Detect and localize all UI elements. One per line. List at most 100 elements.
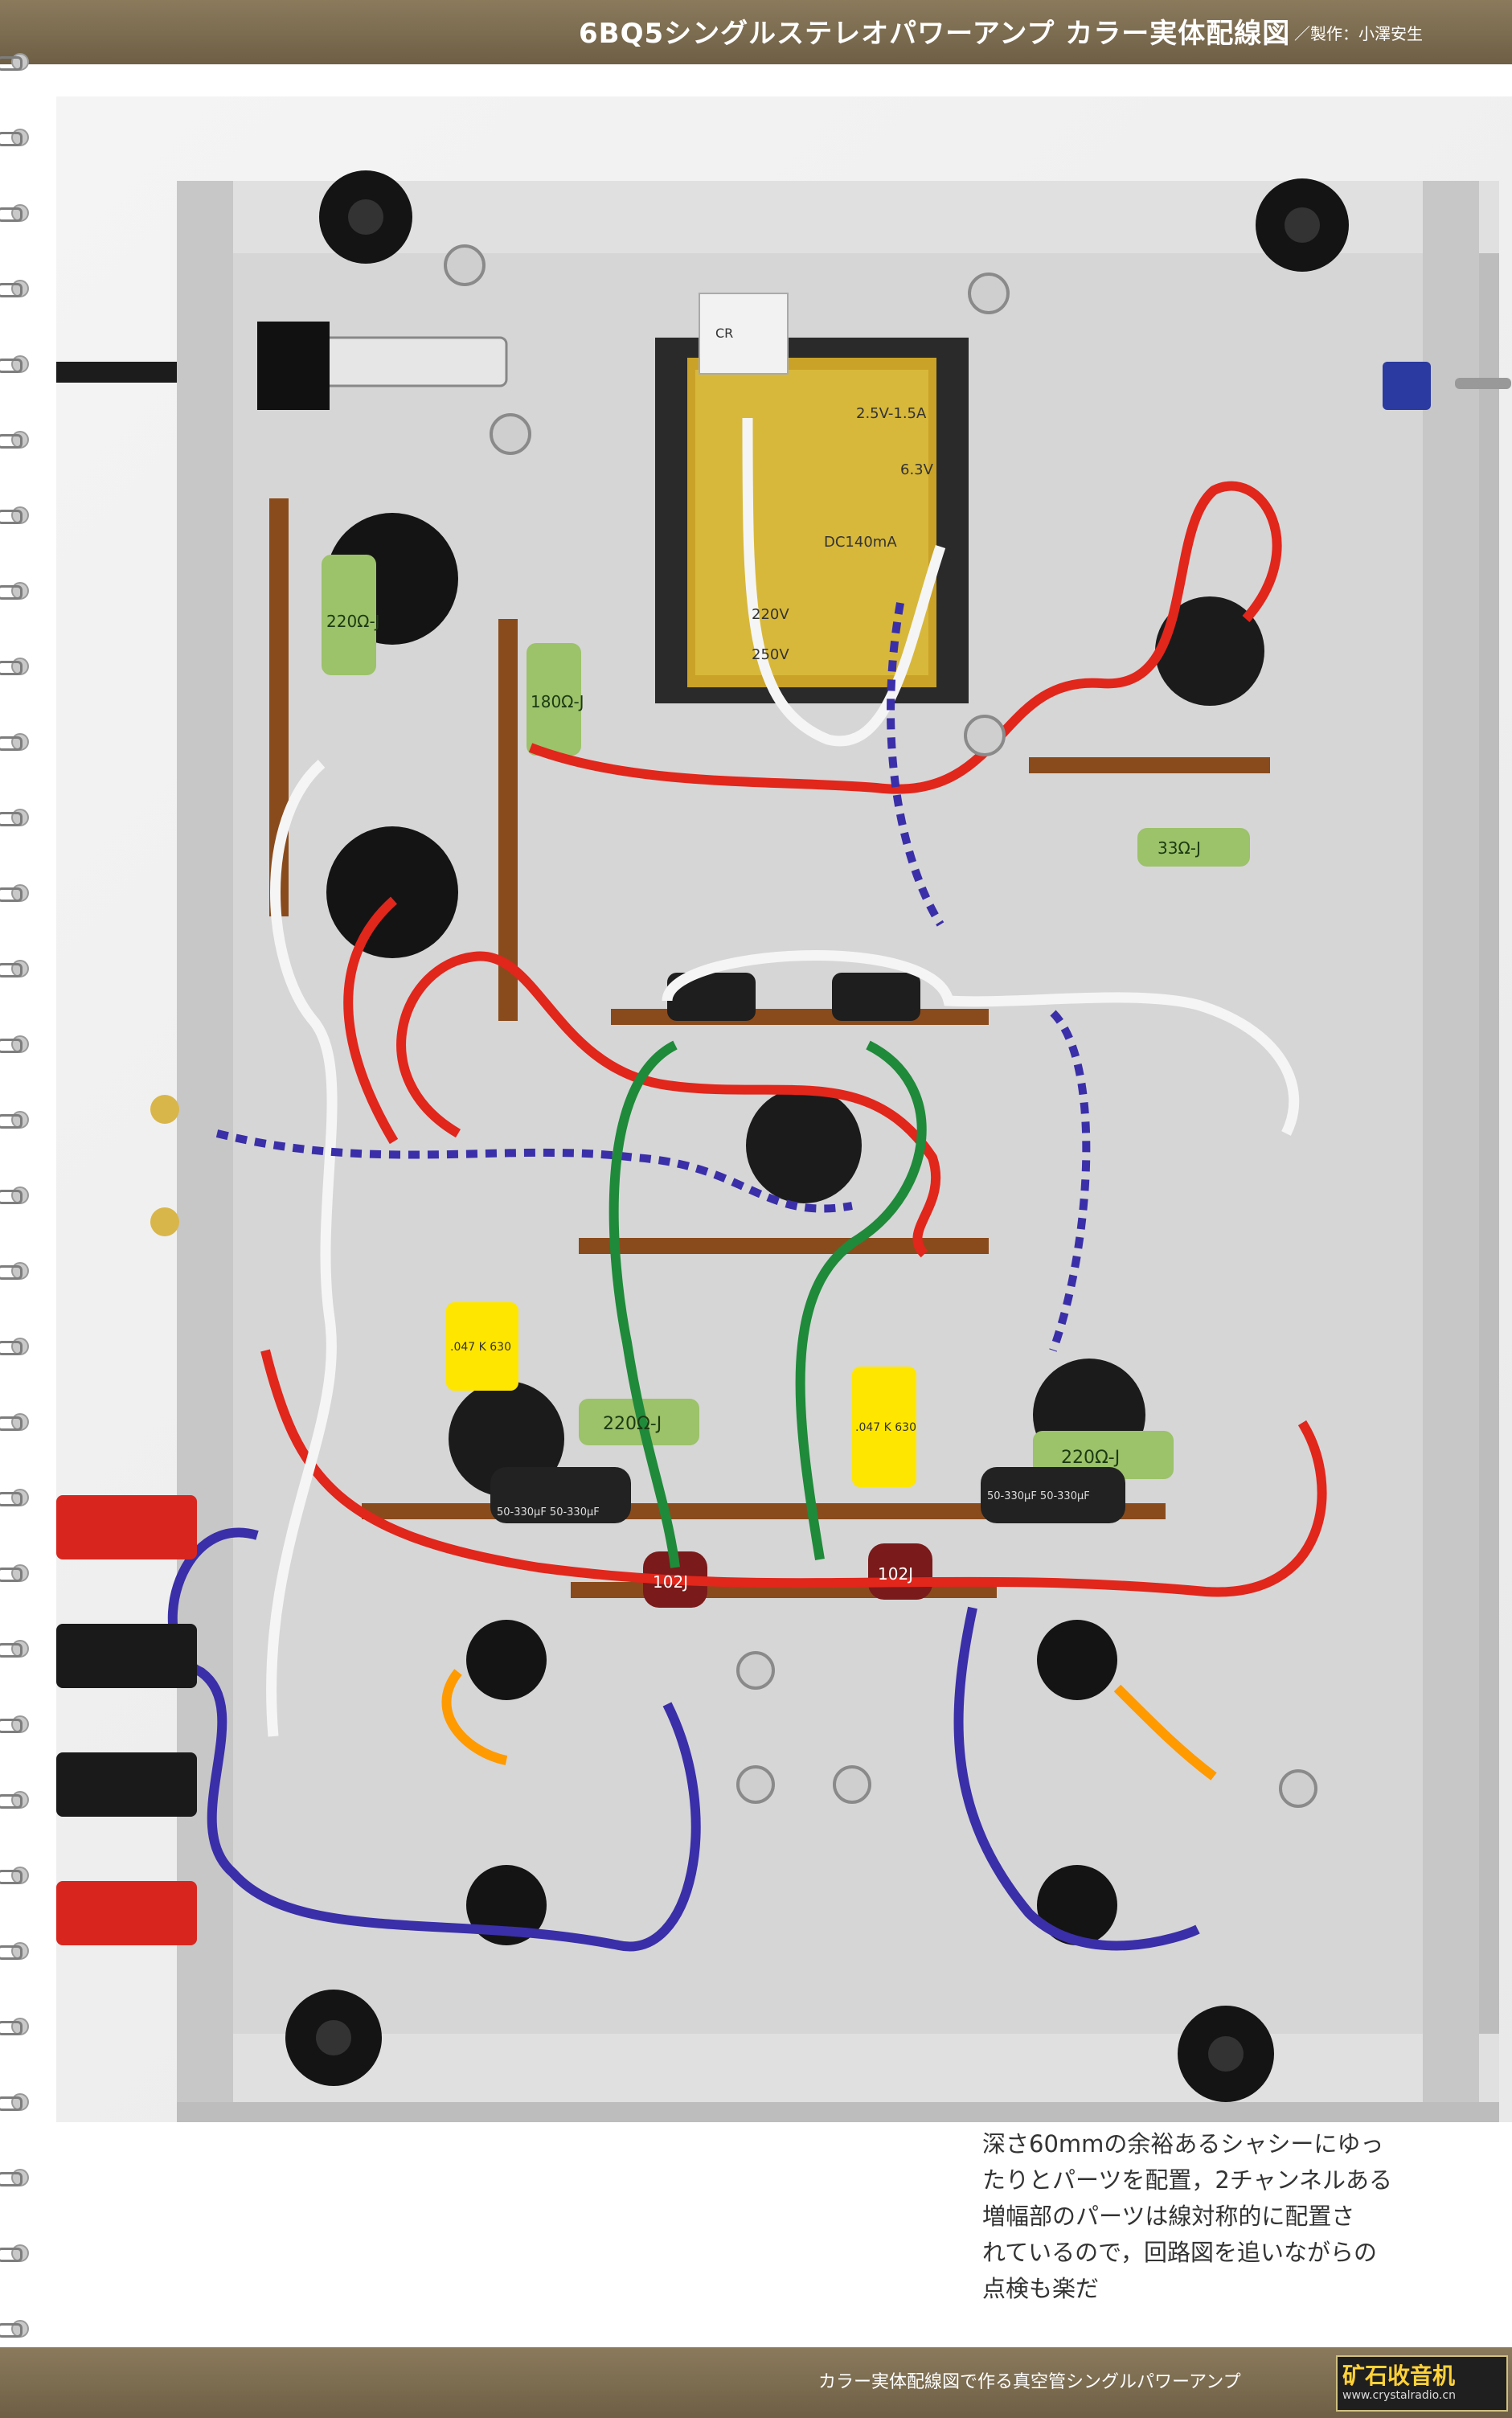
resistor-label: 33Ω-J	[1158, 838, 1201, 858]
resistor-label: 220Ω-J	[326, 612, 380, 631]
binding-ring	[0, 1182, 32, 1209]
resistor-220ohm	[322, 555, 376, 675]
binding-ring	[0, 426, 32, 453]
ac-cord	[56, 362, 177, 383]
binding-ring	[0, 728, 32, 756]
resistor-label: 220Ω-J	[603, 1414, 662, 1434]
binding-ring	[0, 879, 32, 907]
speaker-terminal-black	[56, 1752, 197, 1817]
chassis-right-rail	[1423, 181, 1479, 2102]
electrolytic-l	[490, 1467, 631, 1523]
watermark-text: 矿石收音机	[1342, 2363, 1456, 2389]
binding-ring	[0, 1408, 32, 1436]
red-wire	[528, 481, 1282, 794]
resistor-label: 180Ω-J	[531, 692, 584, 711]
white-wire	[662, 950, 1300, 1136]
rca-jack	[150, 1207, 179, 1236]
terminal-strip	[1029, 757, 1270, 773]
transformer-label: 220V	[752, 606, 789, 623]
electrolytic-top-l	[667, 973, 756, 1021]
binding-ring	[0, 1106, 32, 1133]
top-banner	[0, 0, 1512, 64]
binding-ring	[0, 275, 32, 302]
input-tube-socket	[326, 826, 458, 958]
cord-bushing	[257, 322, 330, 410]
electrolytic-top-r	[832, 973, 920, 1021]
binding-ring	[0, 1711, 32, 1738]
green-wire	[608, 1040, 680, 1568]
terminal-strip	[579, 1238, 989, 1254]
transformer-label: 6.3V	[900, 461, 934, 478]
photo-caption: 深さ60mmの余裕あるシャシーにゆっ たりとパーツを配置，2チャンネルある 増幅…	[982, 2130, 1393, 2302]
speaker-terminal-red	[56, 1495, 197, 1559]
binding-ring	[0, 1484, 32, 1511]
fuse-holder	[320, 336, 508, 387]
tube-socket-center	[746, 1088, 862, 1203]
binding-ring	[0, 2088, 32, 2116]
binding-ring	[0, 653, 32, 680]
output-transformer-hole	[466, 1620, 547, 1700]
binding-ring	[0, 199, 32, 227]
white-wire	[742, 417, 946, 747]
chassis-photo: CR 2.5V-1.5A 6.3V DC140mA 220V 250V 220Ω…	[56, 96, 1512, 2122]
binding-ring	[0, 804, 32, 831]
binding-ring	[0, 2164, 32, 2191]
power-switch	[1383, 362, 1431, 410]
binding-ring	[0, 1937, 32, 1965]
binding-ring	[0, 1635, 32, 1662]
capacitor-label: .047 K 630	[855, 1421, 916, 1434]
transformer-label: DC140mA	[824, 534, 897, 551]
binding-ring	[0, 2013, 32, 2040]
output-transformer-hole	[1037, 1865, 1117, 1945]
footer-series-title: カラー実体配線図で作る真空管シングルパワーアンプ	[818, 2372, 1241, 2392]
capacitor-label: 102J	[878, 1564, 913, 1584]
capacitor-label: .047 K 630	[450, 1341, 511, 1354]
blue-wire	[953, 1606, 1200, 1951]
electrolytic-r	[981, 1467, 1125, 1523]
twisted-pair	[215, 1129, 853, 1213]
binding-ring	[0, 502, 32, 529]
capacitor-label: 50-330μF 50-330μF	[497, 1506, 600, 1518]
rca-jack	[150, 1095, 179, 1124]
watermark-url: www.crystalradio.cn	[1342, 2389, 1456, 2402]
chassis-bottom-rail	[177, 2034, 1499, 2102]
green-wire	[795, 1040, 927, 1560]
chassis-illustration: CR 2.5V-1.5A 6.3V DC140mA 220V 250V 220Ω…	[56, 170, 1511, 2122]
binding-ring	[0, 2315, 32, 2342]
cr-snubber	[699, 293, 789, 375]
transformer-label: 2.5V-1.5A	[856, 405, 927, 422]
binding-ring	[0, 955, 32, 982]
terminal-strip	[498, 619, 518, 1021]
capacitor-label: 50-330μF 50-330μF	[987, 1490, 1090, 1502]
red-wire	[260, 1349, 1327, 1597]
spiral-binding	[0, 48, 32, 2379]
binding-ring	[0, 350, 32, 378]
binding-ring	[0, 577, 32, 604]
capacitor-047-l	[446, 1302, 518, 1391]
binding-ring	[0, 48, 32, 76]
bottom-banner	[0, 2347, 1512, 2418]
twisted-pair	[887, 602, 944, 927]
binding-ring	[0, 124, 32, 151]
binding-ring	[0, 1862, 32, 1889]
snubber-label: CR	[715, 326, 733, 341]
binding-ring	[0, 1031, 32, 1058]
white-wire	[266, 760, 338, 1737]
watermark: 矿石收音机 www.crystalradio.cn	[1336, 2355, 1508, 2412]
capacitor-label: 102J	[653, 1572, 688, 1592]
speaker-terminal-black	[56, 1624, 197, 1688]
binding-ring	[0, 1559, 32, 1587]
author-credit: ／製作：小澤安生	[1294, 24, 1423, 43]
binding-ring	[0, 1257, 32, 1285]
resistor-180ohm	[527, 643, 581, 756]
speaker-terminal-red	[56, 1881, 197, 1945]
binding-ring	[0, 1786, 32, 1814]
tube-socket-r	[1155, 596, 1264, 706]
binding-ring	[0, 1333, 32, 1360]
output-transformer-hole	[1037, 1620, 1117, 1700]
binding-ring	[0, 2240, 32, 2267]
transformer-label: 250V	[752, 646, 789, 663]
resistor-label: 220Ω-J	[1061, 1448, 1120, 1468]
resistor-33ohm	[1137, 828, 1250, 867]
capacitor-047-r	[852, 1367, 916, 1487]
